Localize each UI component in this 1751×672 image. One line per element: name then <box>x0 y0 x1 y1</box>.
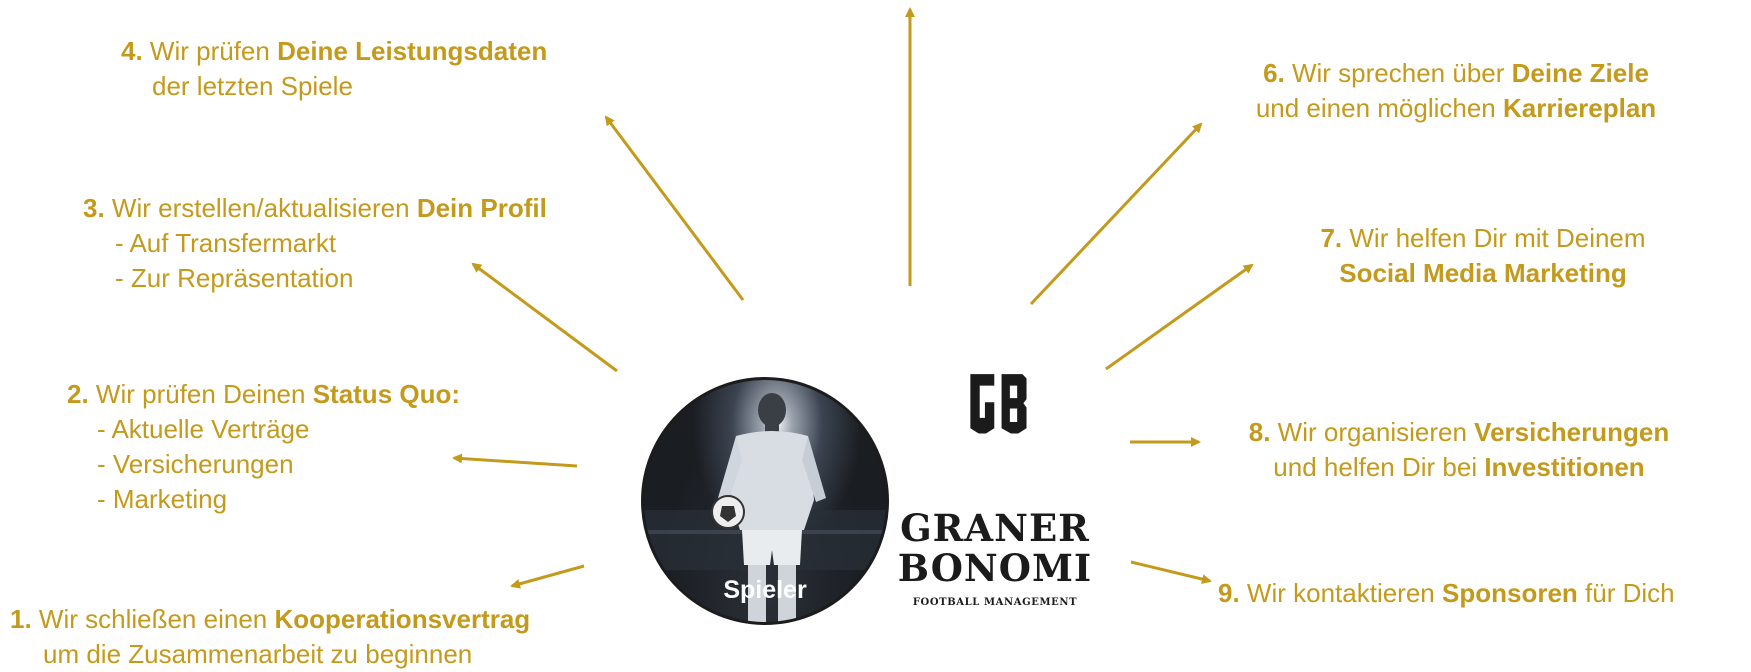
step-3-text: Wir erstellen/aktualisieren <box>111 193 417 223</box>
step-2-text: Wir prüfen Deinen <box>95 379 313 409</box>
step-3-item: - Auf Transfermarkt <box>115 228 337 258</box>
step-1-number: 1. <box>10 604 32 634</box>
step-3: 3. Wir erstellen/aktualisieren Dein Prof… <box>83 191 547 296</box>
step-4-bold: Deine Leistungsdaten <box>277 36 548 66</box>
arrow-step-9 <box>1130 560 1212 584</box>
step-8-text: Wir organisieren <box>1277 417 1475 447</box>
step-1-line2: um die Zusammenarbeit zu beginnen <box>43 639 473 669</box>
step-4-text: Wir prüfen <box>149 36 278 66</box>
step-9-number: 9. <box>1218 578 1240 608</box>
step-4-number: 4. <box>121 36 143 66</box>
player-image: Spieler <box>641 377 889 625</box>
step-3-bold: Dein Profil <box>416 193 547 223</box>
step-4-line2: der letzten Spiele <box>152 71 353 101</box>
step-7-number: 7. <box>1320 223 1343 253</box>
step-2: 2. Wir prüfen Deinen Status Quo: - Aktue… <box>67 377 460 517</box>
step-9-text: Wir kontaktieren <box>1246 578 1442 608</box>
step-6: 6. Wir sprechen über Deine Ziele und ein… <box>1226 56 1686 126</box>
step-7-text: Wir helfen Dir mit Deinem <box>1349 223 1646 253</box>
step-9-bold: Sponsoren <box>1442 578 1578 608</box>
player-silhouette-icon <box>644 393 886 622</box>
step-7: 7. Wir helfen Dir mit Deinem Social Medi… <box>1273 221 1693 291</box>
step-2-item: - Marketing <box>97 484 228 514</box>
step-8-bold: Versicherungen <box>1474 417 1670 447</box>
step-1: 1. Wir schließen einen Kooperationsvertr… <box>10 602 530 672</box>
step-2-item: - Aktuelle Verträge <box>97 414 310 444</box>
step-8-number: 8. <box>1248 417 1271 447</box>
arrow-step-1 <box>510 564 585 589</box>
step-6-text: Wir sprechen über <box>1291 58 1512 88</box>
arrow-step-2 <box>452 453 578 468</box>
step-8-line2: und helfen Dir bei <box>1273 452 1485 482</box>
brand-name-line1: GRANER <box>900 506 1090 550</box>
step-7-line2-bold: Social Media Marketing <box>1339 258 1627 288</box>
step-6-line2-bold: Karriereplan <box>1503 93 1657 123</box>
gb-monogram-icon <box>970 374 1027 434</box>
step-9: 9. Wir kontaktieren Sponsoren für Dich <box>1218 576 1675 611</box>
player-label: Spieler <box>723 576 807 604</box>
step-8-line2-bold: Investitionen <box>1484 452 1645 482</box>
arrow-step-4 <box>604 115 745 301</box>
step-6-number: 6. <box>1263 58 1285 88</box>
step-9-text-end: für Dich <box>1577 578 1675 608</box>
step-2-bold: Status Quo: <box>312 379 461 409</box>
step-1-bold: Kooperationsvertrag <box>274 604 531 634</box>
brand-name-line2: BONOMI <box>897 546 1093 590</box>
step-4: 4. Wir prüfen Deine Leistungsdaten der l… <box>121 34 547 104</box>
step-3-number: 3. <box>83 193 105 223</box>
arrow-step-7 <box>1105 263 1254 371</box>
step-2-item: - Versicherungen <box>97 449 294 479</box>
arrow-step-6 <box>1029 122 1203 306</box>
step-6-bold: Deine Ziele <box>1511 58 1649 88</box>
step-3-item: - Zur Repräsentation <box>115 263 354 293</box>
brand-subtitle: FOOTBALL MANAGEMENT <box>912 597 1078 608</box>
step-8: 8. Wir organisieren Versicherungen und h… <box>1214 415 1704 485</box>
step-6-line2: und einen möglichen <box>1255 93 1503 123</box>
step-1-text: Wir schließen einen <box>38 604 275 634</box>
arrow-step-3 <box>471 262 618 373</box>
step-2-number: 2. <box>67 379 89 409</box>
